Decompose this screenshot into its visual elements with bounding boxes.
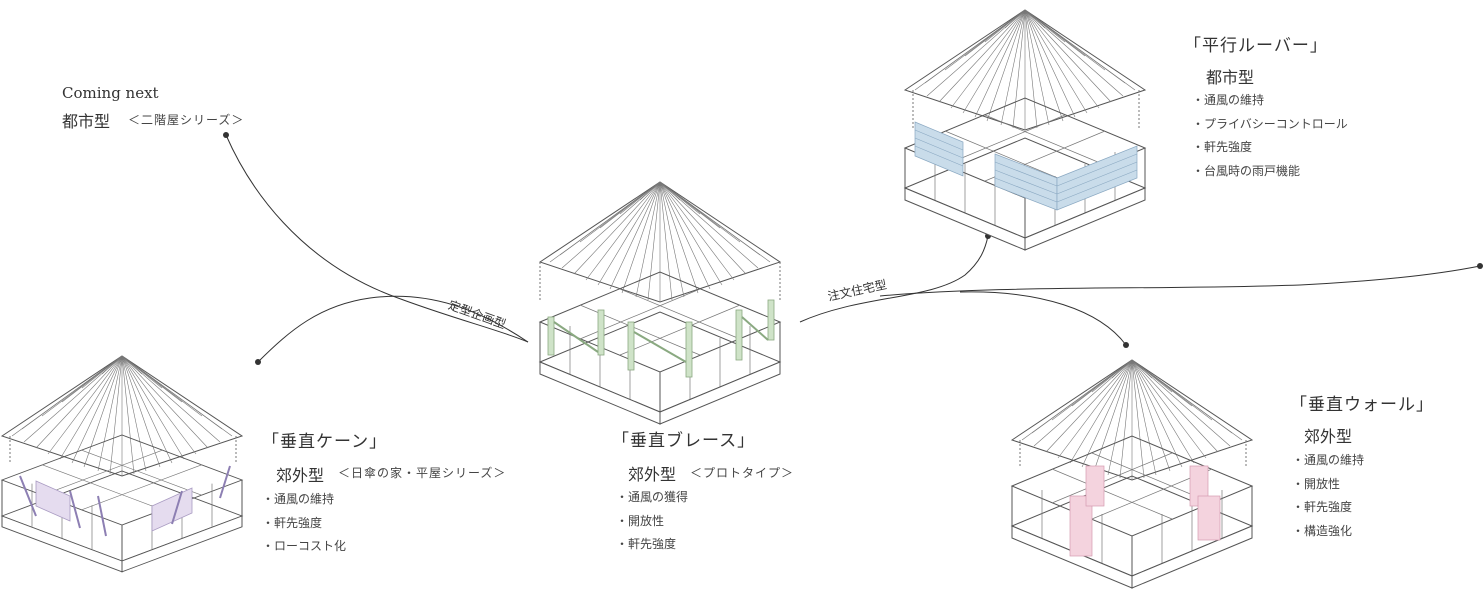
bottomright-features: ・通風の維持 ・開放性 ・軒先強度 ・構造強化 bbox=[1292, 449, 1364, 543]
coming-next-label: Coming next bbox=[62, 84, 159, 102]
center-features: ・通風の獲得 ・開放性 ・軒先強度 bbox=[616, 486, 688, 557]
left-note: ＜日傘の家・平屋シリーズ＞ bbox=[338, 466, 507, 480]
dot-farright bbox=[1477, 263, 1483, 269]
house-top-right bbox=[904, 9, 1146, 251]
coming-next-series: ＜二階屋シリーズ＞ bbox=[128, 113, 245, 127]
curve-center-to-topright bbox=[799, 235, 989, 323]
bottomright-feature: ・開放性 bbox=[1292, 476, 1341, 491]
curve-center-to-bottomright bbox=[959, 291, 1127, 346]
left-feature: ・通風の維持 bbox=[262, 492, 335, 506]
topright-feature: ・通風の維持 bbox=[1192, 93, 1265, 107]
left-feature: ・ローコスト化 bbox=[262, 539, 347, 553]
topright-feature: ・軒先強度 bbox=[1192, 140, 1253, 154]
curve-center-to-farright bbox=[879, 265, 1481, 297]
center-title: 「垂直ブレース」 bbox=[612, 431, 756, 451]
dot-bottomright bbox=[1123, 342, 1129, 348]
topright-feature: ・プライバシーコントロール bbox=[1192, 116, 1348, 131]
coming-next-type: 都市型 bbox=[62, 112, 111, 131]
left-features: ・通風の維持 ・軒先強度 ・ローコスト化 bbox=[262, 488, 346, 559]
center-feature: ・軒先強度 bbox=[616, 537, 677, 551]
curve-coming-to-center bbox=[225, 134, 529, 343]
dot-left bbox=[255, 359, 261, 365]
topright-features: ・通風の維持 ・プライバシーコントロール ・軒先強度 ・台風時の雨戸機能 bbox=[1192, 89, 1348, 183]
center-feature: ・通風の獲得 bbox=[616, 490, 689, 504]
center-feature: ・開放性 bbox=[616, 513, 665, 528]
bottomright-feature: ・通風の維持 bbox=[1292, 453, 1365, 467]
left-title: 「垂直ケーン」 bbox=[262, 432, 388, 452]
topright-feature: ・台風時の雨戸機能 bbox=[1192, 163, 1301, 178]
dot-coming bbox=[223, 132, 229, 138]
house-bottom-right bbox=[1011, 359, 1253, 589]
topright-title: 「平行ルーバー」 bbox=[1184, 36, 1328, 56]
bottomright-feature: ・構造強化 bbox=[1292, 523, 1353, 538]
bottomright-subtitle: 郊外型 bbox=[1304, 427, 1353, 446]
bottomright-title: 「垂直ウォール」 bbox=[1290, 395, 1434, 415]
house-center bbox=[539, 181, 781, 425]
left-feature: ・軒先強度 bbox=[262, 515, 323, 530]
left-subtitle: 郊外型 bbox=[276, 466, 325, 485]
topright-subtitle: 都市型 bbox=[1206, 68, 1255, 87]
center-note: ＜プロトタイプ＞ bbox=[690, 466, 795, 480]
curve-center-to-left bbox=[257, 295, 529, 363]
house-left bbox=[1, 355, 243, 573]
center-subtitle: 郊外型 bbox=[628, 465, 677, 484]
bottomright-feature: ・軒先強度 bbox=[1292, 500, 1353, 514]
